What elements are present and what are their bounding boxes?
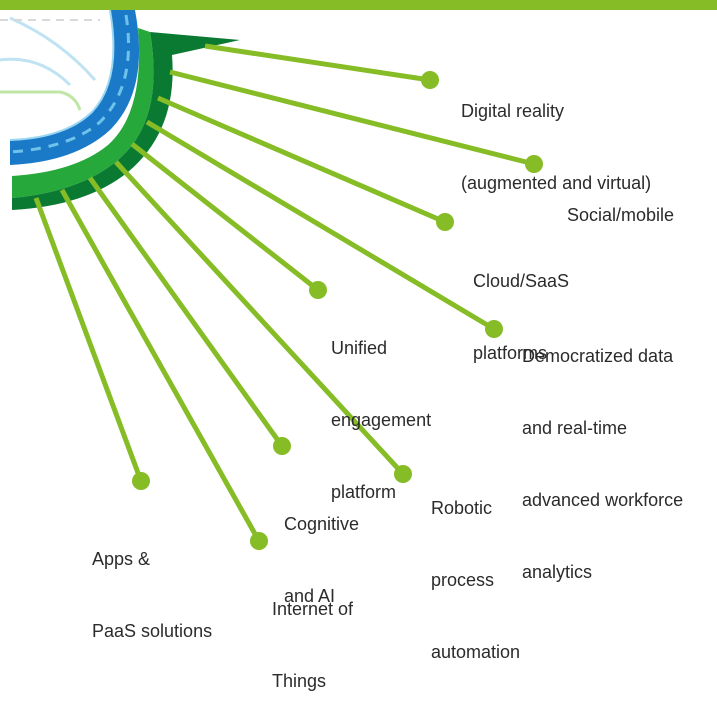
label-line: automation <box>431 642 521 662</box>
label-line: PaaS solutions <box>92 621 213 641</box>
label-unified-engagement: Unified engagement platform <box>331 288 431 528</box>
label-line: Cognitive <box>284 514 360 534</box>
label-line: engagement <box>331 410 432 430</box>
spoke-dot-cognitive-ai <box>273 437 291 455</box>
label-line: platforms <box>473 343 548 363</box>
spoke-dot-robotic-process <box>394 465 412 483</box>
label-line: Apps & <box>92 549 151 569</box>
spoke-robotic-process <box>114 160 405 476</box>
label-line: Things <box>272 671 327 691</box>
label-apps-paas: Apps & PaaS solutions <box>92 499 212 667</box>
label-democratized-data: Democratized data and real-time advanced… <box>522 296 683 608</box>
spoke-digital-reality <box>204 43 431 83</box>
spoke-dot-cloud-saas <box>436 213 454 231</box>
label-line: Digital reality <box>461 101 565 121</box>
road-arc <box>9 9 140 165</box>
label-cloud-saas: Cloud/SaaS platforms <box>473 221 569 389</box>
label-line: Unified <box>331 338 388 358</box>
label-line: Social/mobile <box>567 205 675 225</box>
label-line: platform <box>331 482 397 502</box>
label-line: Robotic <box>431 498 493 518</box>
label-line: advanced workforce <box>522 490 684 510</box>
top-accent-bar <box>0 0 717 10</box>
label-robotic-process: Robotic process automation <box>431 448 520 688</box>
spoke-cloud-saas <box>157 95 446 225</box>
spoke-dot-social-mobile <box>525 155 543 173</box>
spoke-dot-democratized-data <box>485 320 503 338</box>
label-line: analytics <box>522 562 593 582</box>
label-digital-reality: Digital reality (augmented and virtual) <box>461 51 651 219</box>
spoke-apps-paas <box>33 197 144 482</box>
spoke-dot-apps-paas <box>132 472 150 490</box>
spoke-social-mobile <box>169 69 535 167</box>
technology-spokes-diagram <box>0 9 543 550</box>
label-line: Cloud/SaaS <box>473 271 570 291</box>
spoke-cognitive-ai <box>87 176 285 448</box>
spoke-democratized-data <box>145 119 496 332</box>
spoke-internet-of-things <box>59 188 262 543</box>
spoke-unified-engagement <box>130 142 320 292</box>
map-background <box>0 16 100 111</box>
label-social-mobile: Social/mobile <box>567 155 674 251</box>
label-line: (augmented and virtual) <box>461 173 652 193</box>
spokes <box>33 43 543 550</box>
label-line: Internet of <box>272 599 354 619</box>
spoke-dot-digital-reality <box>421 71 439 89</box>
label-line: Democratized data <box>522 346 674 366</box>
spoke-dot-internet-of-things <box>250 532 268 550</box>
label-line: and real-time <box>522 418 628 438</box>
spoke-dot-unified-engagement <box>309 281 327 299</box>
label-line: process <box>431 570 495 590</box>
label-internet-of-things: Internet of Things <box>272 549 353 717</box>
green-arc-band <box>12 28 240 210</box>
